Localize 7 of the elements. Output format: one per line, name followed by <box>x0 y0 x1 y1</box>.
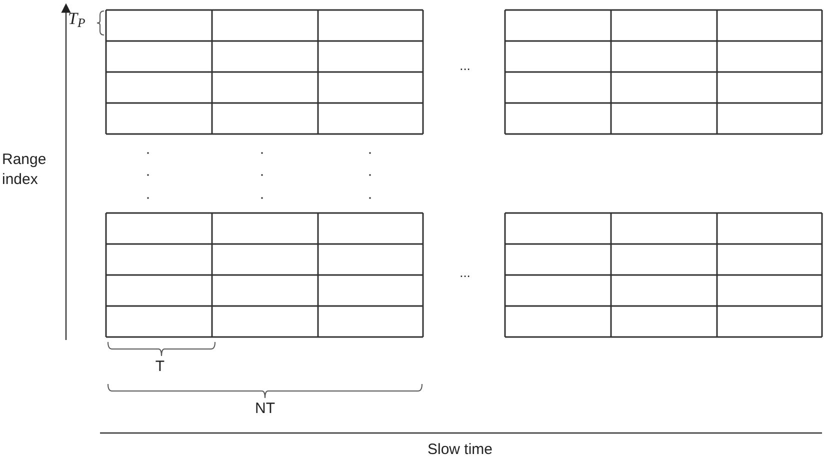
brace-label: NT <box>254 399 276 419</box>
axis-label: Range index <box>2 150 48 190</box>
brace-label: T <box>154 357 166 377</box>
axis-label: Slow time <box>426 440 494 460</box>
ellipsis-text: ... <box>458 57 472 75</box>
ellipsis-text: ... <box>458 264 472 282</box>
period-label: T$_{P}$ <box>68 8 86 32</box>
